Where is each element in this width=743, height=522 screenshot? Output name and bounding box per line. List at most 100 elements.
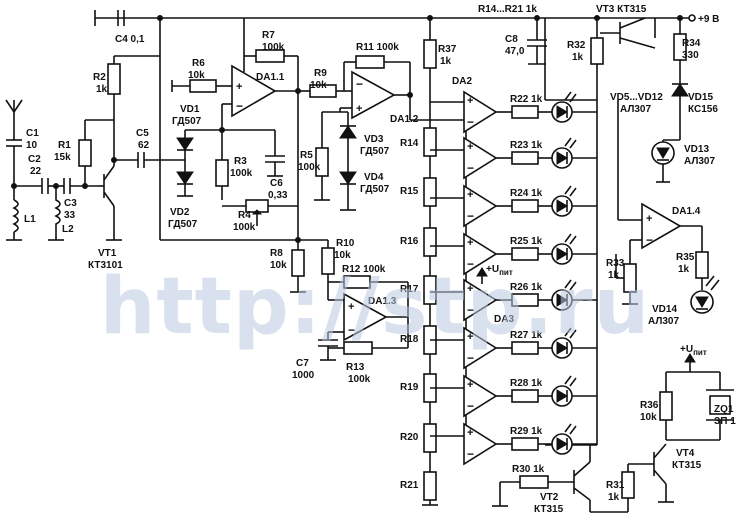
transistor-vt1 [98,120,138,241]
label-r16: R16 [400,236,419,247]
label-r14-r21: R14...R21 1k [478,4,537,15]
label-vd1: VD1 [180,104,200,115]
label-vt2-value: КТ315 [534,504,564,515]
label-r5-value: 100k [298,162,321,173]
label-vd4-value: ГД507 [360,184,390,195]
label-r28: R28 1k [510,378,543,389]
capacitor-c8 [527,18,547,65]
label-r20: R20 [400,432,419,443]
label-upit: +Uпит [486,264,513,277]
antenna [5,99,42,200]
label-r4-value: 100k [233,222,256,233]
label-vt4-value: КТ315 [672,460,702,471]
label-c3-value: 33 [64,210,76,221]
label-r6: R6 [192,58,205,69]
label-vd13: VD13 [684,144,709,155]
label-r8-value: 10k [270,260,287,271]
label-r2-value: 1k [96,84,108,95]
supply-rail [94,10,696,38]
label-r26: R26 1k [510,282,543,293]
label-r18: R18 [400,334,419,345]
svg-text:+: + [236,81,242,93]
label-da1-2: DA1.2 [390,114,419,125]
resistor-r5 [314,112,330,201]
label-r6-value: 10k [188,70,205,81]
stage-6 [430,327,597,369]
svg-text:−: − [646,233,653,247]
led-vd13 [651,139,680,183]
label-c2: C2 [28,154,41,165]
label-vd13-value: АЛ307 [684,156,715,167]
resistor-r37 [423,18,437,100]
label-r37-value: 1k [440,56,452,67]
supply-upit-2 [665,353,721,392]
resistor-r8 [290,240,306,293]
resistor-r32 [590,18,604,100]
label-plus9v: +9 В [698,14,719,25]
inductor-l1 [6,199,22,241]
capacitor-c7 [318,331,338,361]
label-r34-value: 330 [682,50,699,61]
resistor-r6 [171,79,232,93]
label-r14: R14 [400,138,419,149]
label-c8-value: 47,0 [505,46,525,57]
resistor-r3 [215,127,229,200]
label-r31: R31 [606,480,625,491]
resistor-r31 [590,464,635,513]
resistor-r2 [107,15,163,240]
label-r22: R22 1k [510,94,543,105]
svg-text:+: + [348,301,354,313]
label-r13-value: 100k [348,374,371,385]
label-r15: R15 [400,186,419,197]
label-vd14-value: АЛ307 [648,316,679,327]
label-vt4: VT4 [676,448,695,459]
resistor-r35 [695,251,709,290]
label-zq1-value: ЗП 1 [714,416,736,427]
label-r13: R13 [346,362,365,373]
diode-vd1-vd2 [176,129,275,197]
label-r24: R24 1k [510,188,543,199]
label-r25: R25 1k [510,236,543,247]
stage-1 [430,91,597,133]
svg-text:−: − [356,77,363,91]
label-r7-value: 100k [262,42,285,53]
stage-7 [430,375,597,417]
label-vt2: VT2 [540,492,559,503]
stage-4 [430,233,597,275]
label-da1-4: DA1.4 [672,206,701,217]
label-r34: R34 [682,38,701,49]
label-r7: R7 [262,30,275,41]
label-vd2: VD2 [170,207,190,218]
resistor-r36 [659,391,673,440]
transistor-vt2 [548,445,591,512]
label-da1-3: DA1.3 [368,296,397,307]
label-r23: R23 1k [510,140,543,151]
label-vd2-value: ГД507 [168,219,198,230]
label-r27: R27 1k [510,330,543,341]
resistor-ladder [422,100,438,506]
label-c5-value: 62 [138,140,150,151]
label-r1-value: 15k [54,152,71,163]
svg-text:−: − [348,323,355,337]
label-r12: R12 100k [342,264,386,275]
label-r21: R21 [400,480,419,491]
label-r2: R2 [93,72,106,83]
potentiometer-r4 [222,199,298,226]
resistor-r13 [328,341,408,355]
label-r11: R11 100k [356,42,399,53]
stage-5 [430,267,597,321]
label-r9-value: 10k [310,80,327,91]
resistor-r12 [328,275,409,348]
svg-text:+: + [356,103,362,115]
label-vd15: VD15 [688,92,713,103]
label-zq1: ZQ1 [714,404,734,415]
svg-text:−: − [236,99,243,113]
label-vd15-value: КС156 [688,104,718,115]
label-vt1-value: КТ3101 [88,260,123,271]
label-r1: R1 [58,140,71,151]
transistor-vt3 [600,17,656,49]
label-r31-value: 1k [608,492,620,503]
label-r33-value: 1k [608,270,620,281]
label-r35-value: 1k [678,264,690,275]
resistor-r1 [78,119,114,189]
